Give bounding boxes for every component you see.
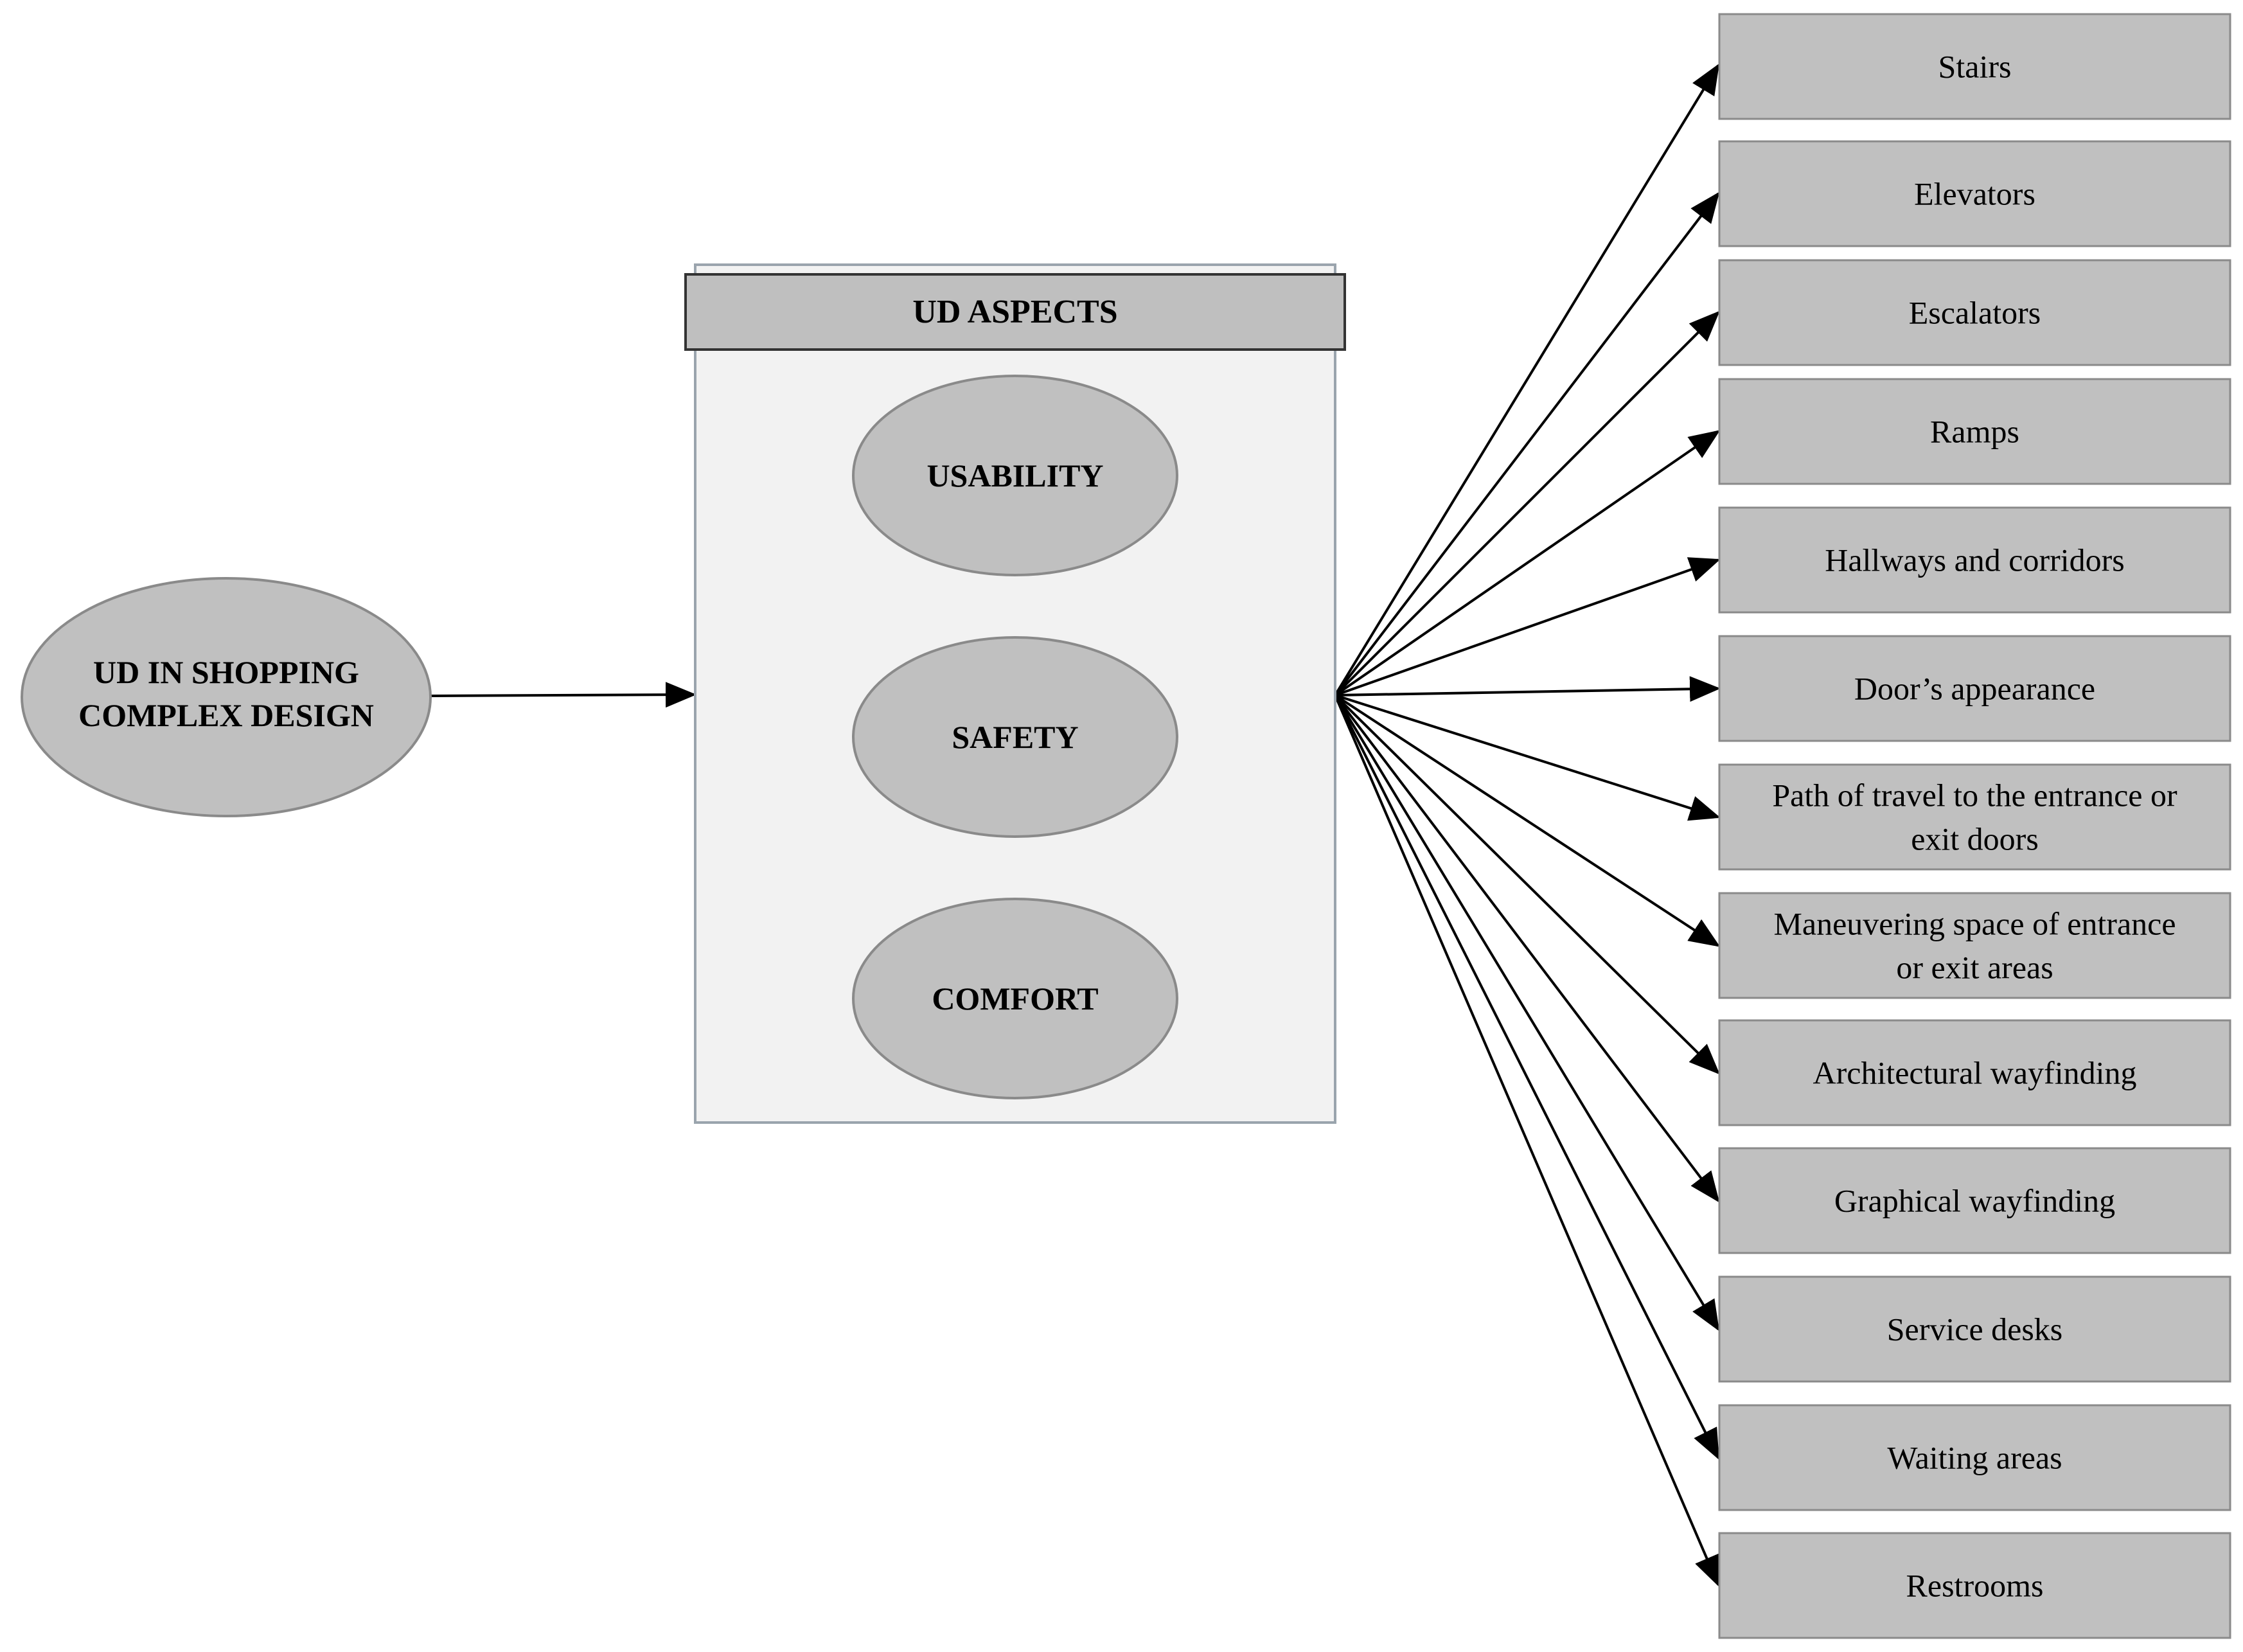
edge-aspects-to-target bbox=[1334, 695, 1719, 1587]
aspect-usability-label: USABILITY bbox=[926, 457, 1103, 493]
target-node: Graphical wayfinding bbox=[1718, 1147, 2231, 1254]
edge-aspects-to-target bbox=[1334, 695, 1719, 1461]
target-box bbox=[1718, 140, 2231, 247]
edge-source-to-aspects bbox=[430, 682, 696, 708]
target-label: Elevators bbox=[1914, 176, 2035, 212]
target-box bbox=[1718, 892, 2231, 999]
target-node: Service desks bbox=[1718, 1275, 2231, 1383]
edge-aspects-to-target bbox=[1334, 694, 1720, 1331]
target-box bbox=[1718, 506, 2231, 614]
target-label: Graphical wayfinding bbox=[1834, 1183, 2115, 1219]
edge-aspects-to-target bbox=[1334, 63, 1720, 697]
target-box bbox=[1718, 635, 2231, 742]
source-ellipse bbox=[21, 577, 432, 817]
target-label: Maneuvering space of entrance bbox=[1773, 906, 2176, 942]
aspect-comfort-ellipse bbox=[852, 898, 1178, 1099]
target-label: Restrooms bbox=[1906, 1568, 2044, 1604]
target-label: Escalators bbox=[1909, 295, 2041, 331]
aspect-safety-ellipse bbox=[852, 636, 1178, 838]
source-label-line2: COMPLEX DESIGN bbox=[78, 697, 374, 733]
target-node: Hallways and corridors bbox=[1718, 506, 2231, 614]
target-node: Path of travel to the entrance or exit do… bbox=[1718, 763, 2231, 871]
target-node: Escalators bbox=[1718, 259, 2231, 366]
aspect-comfort-label: COMFORT bbox=[932, 981, 1098, 1017]
target-box bbox=[1718, 763, 2231, 871]
target-label: Stairs bbox=[1938, 49, 2012, 85]
edge-aspects-to-target bbox=[1334, 694, 1720, 1075]
target-label: Hallways and corridors bbox=[1825, 542, 2125, 578]
target-box bbox=[1718, 259, 2231, 366]
aspect-safety-label: SAFETY bbox=[952, 719, 1078, 755]
aspects-header bbox=[684, 273, 1346, 351]
target-box bbox=[1718, 1532, 2231, 1639]
edge-aspects-to-target bbox=[1334, 310, 1720, 697]
target-label: or exit areas bbox=[1896, 950, 2053, 986]
aspect-usability-ellipse bbox=[852, 375, 1178, 576]
edge-aspects-to-target bbox=[1334, 557, 1721, 697]
target-label: exit doors bbox=[1911, 821, 2039, 857]
target-node: Maneuvering space of entrance or exit are… bbox=[1718, 892, 2231, 999]
source-label-line1: UD IN SHOPPING bbox=[93, 654, 359, 690]
target-label: Architectural wayfinding bbox=[1813, 1055, 2137, 1091]
target-node: Door’s appearance bbox=[1718, 635, 2231, 742]
edge-aspects-to-target bbox=[1334, 430, 1721, 697]
target-box bbox=[1718, 13, 2231, 120]
edge-aspects-to-target bbox=[1334, 694, 1721, 947]
edge-aspects-to-target bbox=[1334, 694, 1721, 821]
target-box bbox=[1718, 1275, 2231, 1383]
target-label: Path of travel to the entrance or bbox=[1772, 777, 2177, 813]
target-label: Ramps bbox=[1930, 414, 2019, 450]
target-label: Service desks bbox=[1887, 1311, 2063, 1347]
target-node: Elevators bbox=[1718, 140, 2231, 247]
aspects-title: UD ASPECTS bbox=[912, 294, 1117, 330]
edge-aspects-to-target bbox=[1334, 694, 1720, 1203]
target-box bbox=[1718, 1019, 2231, 1126]
aspects-panel: UD ASPECTS USABILITY SAFETY COMFORT bbox=[684, 263, 1346, 1124]
target-node: Restrooms bbox=[1718, 1532, 2231, 1639]
source-node: UD IN SHOPPING COMPLEX DESIGN bbox=[21, 577, 432, 817]
edge-aspects-to-target bbox=[1334, 191, 1720, 697]
edge-aspects-to-target bbox=[1334, 676, 1721, 702]
target-box bbox=[1718, 1147, 2231, 1254]
target-box bbox=[1718, 1404, 2231, 1511]
edges bbox=[430, 63, 1721, 1587]
target-box bbox=[1718, 378, 2231, 485]
target-node: Ramps bbox=[1718, 378, 2231, 485]
target-label: Door’s appearance bbox=[1854, 671, 2095, 707]
target-label: Waiting areas bbox=[1887, 1440, 2062, 1476]
target-node: Architectural wayfinding bbox=[1718, 1019, 2231, 1126]
target-node: Stairs bbox=[1718, 13, 2231, 120]
target-node: Waiting areas bbox=[1718, 1404, 2231, 1511]
